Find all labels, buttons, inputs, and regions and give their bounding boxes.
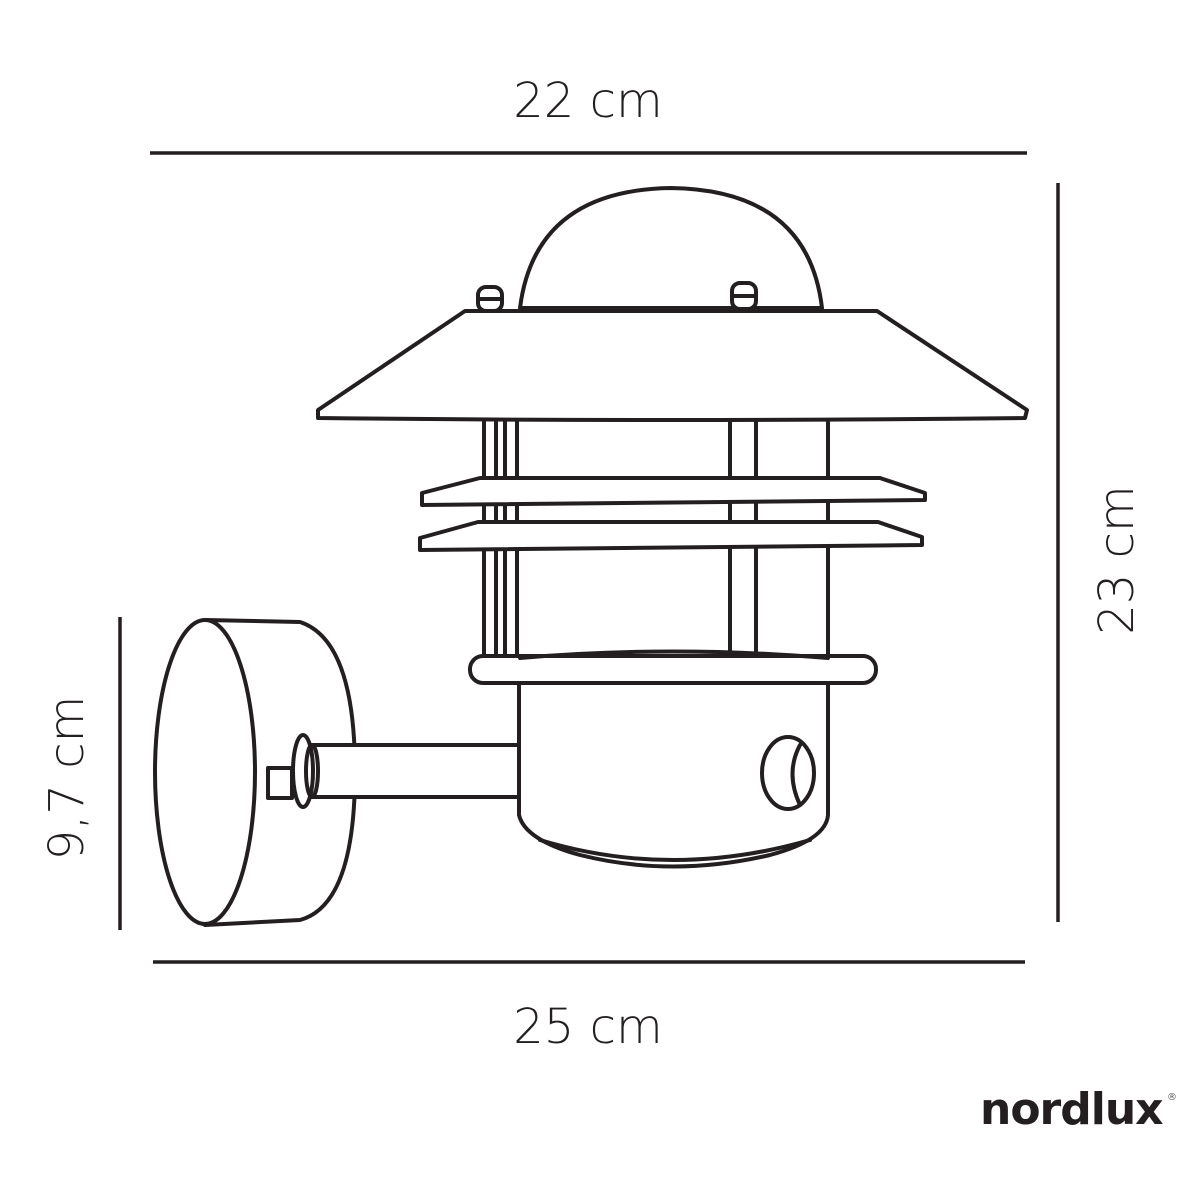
- top-width-label: 22 cm: [513, 73, 662, 129]
- mounting-nut: [266, 766, 294, 800]
- louver-lower: [418, 520, 924, 552]
- screw: [730, 281, 758, 311]
- base-rim: [468, 654, 878, 685]
- lamp-illustration: [153, 186, 1029, 927]
- registered-mark: ®: [1167, 1092, 1177, 1103]
- lamp-dome: [518, 186, 824, 310]
- louver-upper: [420, 476, 927, 507]
- wall-plate-height-label: 9,7 cm: [39, 696, 95, 861]
- motion-sensor: [760, 735, 816, 811]
- nordlux-logo: nordlux: [980, 1084, 1163, 1135]
- bottom-width-label: 25 cm: [513, 999, 662, 1055]
- lamp-arm: [303, 743, 521, 799]
- wall-plate-face: [153, 618, 257, 926]
- screw: [476, 285, 504, 313]
- height-label: 23 cm: [1089, 485, 1145, 634]
- top-shade: [316, 309, 1029, 422]
